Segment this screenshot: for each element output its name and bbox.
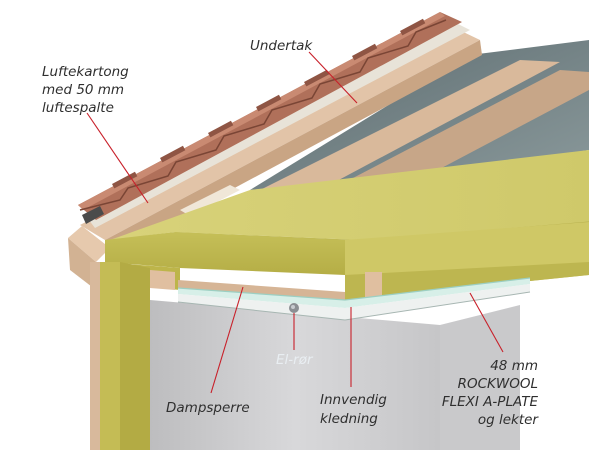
label-rockwool-3: FLEXI A-PLATE	[442, 394, 539, 410]
roof-tiles	[78, 12, 462, 224]
label-rockwool-1: 48 mm	[490, 358, 538, 374]
interior-lining	[177, 284, 531, 321]
label-innvendig-2: kledning	[320, 411, 378, 427]
label-undertak: Undertak	[250, 38, 313, 54]
timber-laths	[150, 270, 382, 300]
label-luftekartong-2: med 50 mm	[42, 82, 124, 98]
interior-wall	[150, 300, 520, 450]
ventilation-board	[180, 185, 240, 216]
label-luftekartong-3: luftespalte	[42, 100, 114, 116]
label-dampsperre: Dampsperre	[166, 400, 250, 416]
leader-rockwool	[469, 292, 504, 353]
leader-dampsperre	[210, 286, 244, 394]
label-rockwool-2: ROCKWOOL	[458, 376, 538, 392]
label-luftekartong-1: Luftekartong	[42, 64, 129, 80]
electrical-conduit	[289, 303, 299, 313]
vapour-barrier	[177, 277, 531, 308]
label-el-ror: El-rør	[276, 352, 314, 368]
label-rockwool-4: og lekter	[478, 412, 540, 428]
label-innvendig-1: Innvendig	[320, 392, 387, 408]
underlay-membrane	[85, 20, 470, 228]
leader-undertak	[308, 51, 358, 104]
leader-luftekartong	[86, 112, 149, 204]
leader-lines	[86, 51, 504, 394]
fascia-board	[68, 226, 110, 290]
